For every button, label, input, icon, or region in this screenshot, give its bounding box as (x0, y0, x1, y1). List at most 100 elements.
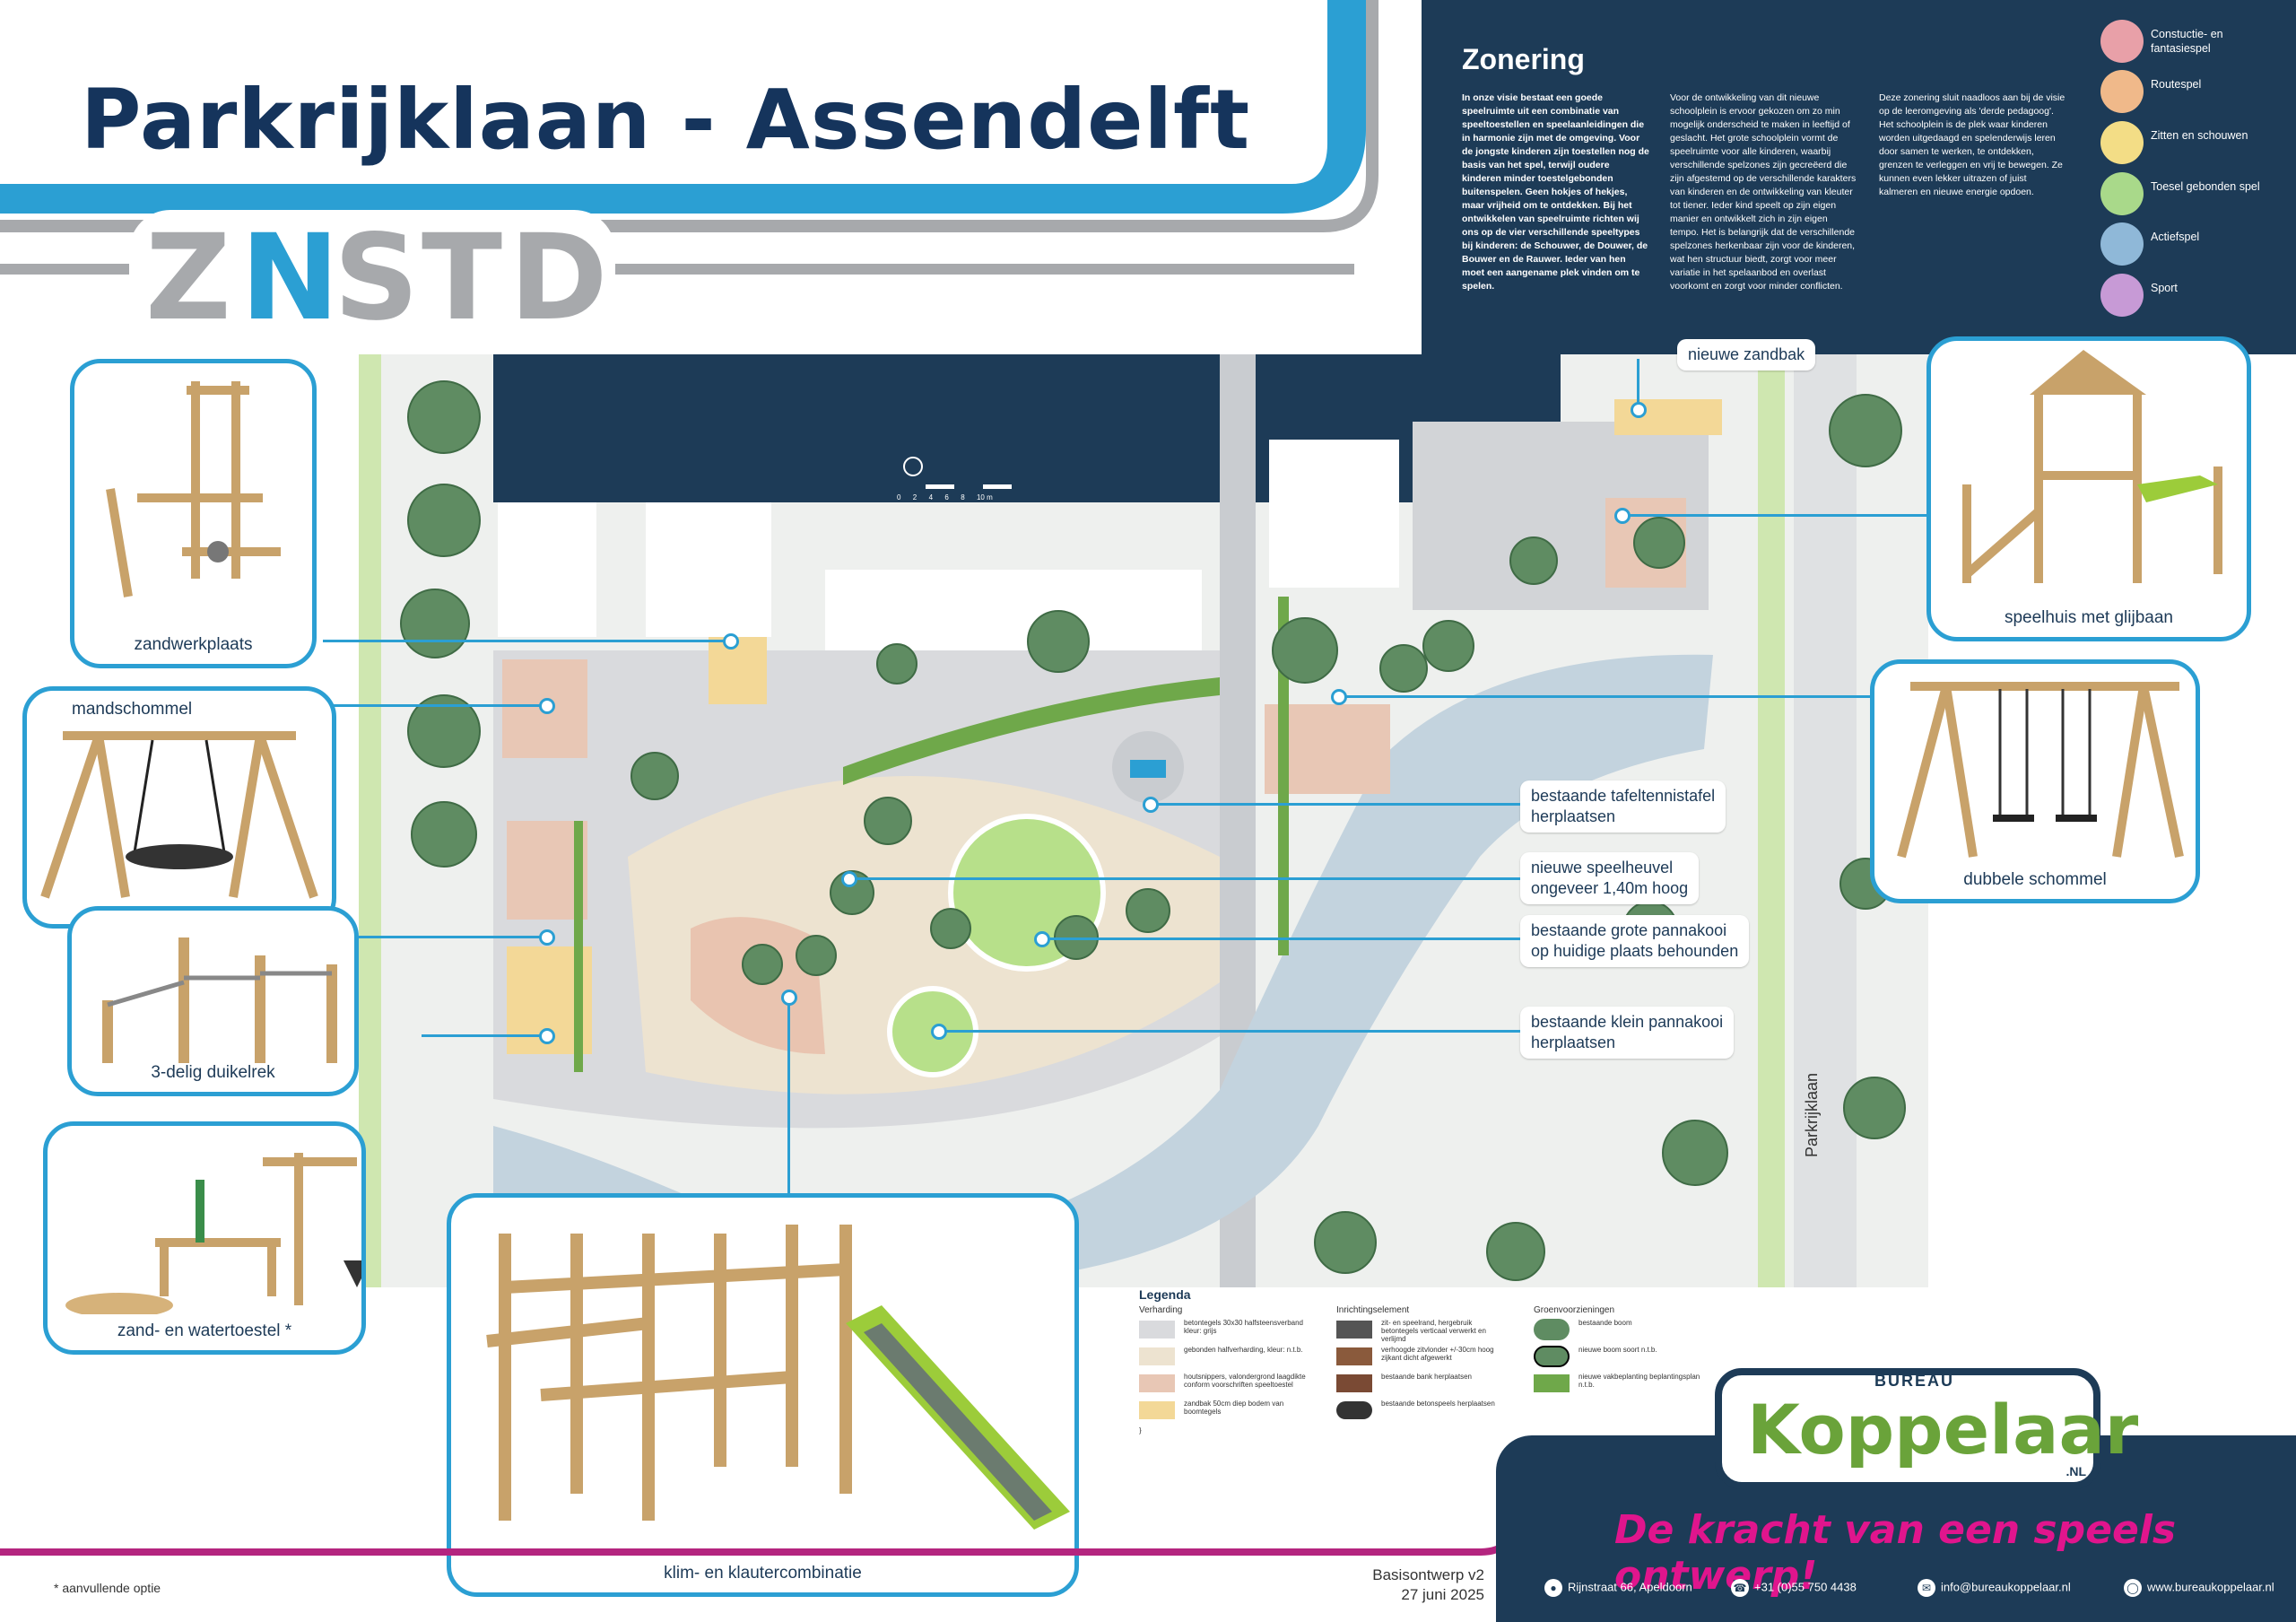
card-mandschommel: mandschommel (22, 686, 336, 929)
legend-label: bestaande betonspeels herplaatsen (1381, 1400, 1495, 1408)
scale-tick: 10 m (976, 493, 993, 501)
leader-line (1040, 937, 1520, 940)
legend-label: gebonden halfverharding, kleur: n.t.b. (1184, 1346, 1303, 1354)
globe-icon: ◯ (2124, 1579, 2142, 1597)
phone-icon: ☎ (1731, 1579, 1749, 1597)
label-line: herplaatsen (1531, 807, 1616, 825)
zone-label: Toesel gebonden spel (2151, 180, 2260, 193)
zone-construction-icon (2100, 20, 2144, 63)
street-label: Parkrijklaan (1803, 1072, 1821, 1157)
map-pin (1331, 689, 1347, 705)
zone-item: Sport (2100, 274, 2280, 318)
swatch (1336, 1347, 1372, 1365)
card-speelhuis: speelhuis met glijbaan (1926, 336, 2251, 641)
legend-section-title: Groenvoorzieningen (1534, 1305, 1615, 1315)
map-legend: Legenda Verharding betontegels 30x30 hal… (1135, 1287, 1942, 1435)
zone-item: Routespel (2100, 70, 2280, 115)
card-zand-water: zand- en watertoestel * (43, 1121, 366, 1355)
zone-item: Toesel gebonden spel (2100, 172, 2280, 217)
map-pin (723, 633, 739, 650)
leader-line (1623, 514, 1928, 517)
legend-item: bestaande bank herplaatsen (1336, 1373, 1516, 1400)
card-duikelrek: 3-delig duikelrek (67, 906, 359, 1096)
map-pin (539, 929, 555, 946)
legend-section-title: Inrichtingselement (1336, 1305, 1410, 1315)
card-caption: zand- en watertoestel * (117, 1321, 292, 1340)
swatch (1534, 1374, 1570, 1392)
legend-item: houtsnippers, valondergrond laagdikte co… (1139, 1373, 1318, 1400)
legend-item: bestaande boom (1534, 1319, 1713, 1346)
card-caption: zandwerkplaats (134, 635, 253, 654)
swatch (1139, 1401, 1175, 1419)
legend-item: verhoogde zitvlonder +/-30cm hoog zijkan… (1336, 1346, 1516, 1373)
zonering-panel (1422, 0, 2296, 354)
footer-email[interactable]: ✉info@bureaukoppelaar.nl (1918, 1579, 2071, 1597)
leader-line (787, 996, 790, 1202)
zone-label: Sport (2151, 282, 2178, 294)
zone-item: Constuctie- en fantasiespel (2100, 20, 2280, 65)
leader-line (332, 704, 547, 707)
legend-section-title: Verharding (1139, 1305, 1183, 1315)
scale-tick: 4 (928, 493, 934, 501)
scale-ticks: 0 2 4 6 8 10 m (897, 493, 993, 501)
card-caption: klim- en klautercombinatie (664, 1564, 862, 1583)
leader-line (1336, 695, 1874, 698)
map-pin (1631, 402, 1647, 418)
legend-label: bestaande boom (1578, 1319, 1632, 1327)
legend-label: nieuwe vakbeplanting beplantingsplan n.t… (1578, 1373, 1700, 1389)
legend-label: nieuwe boom soort n.t.b. (1578, 1346, 1657, 1354)
map-pin (841, 871, 857, 887)
scale-tick: 8 (961, 493, 965, 501)
legend-label: bestaande bank herplaatsen (1381, 1373, 1472, 1381)
zone-active-icon (2100, 222, 2144, 266)
swatch (1336, 1321, 1372, 1339)
zonering-text-3: Deze zonering sluit naadloos aan bij de … (1879, 92, 2066, 197)
zone-device-icon (2100, 172, 2144, 215)
scale-tick: 6 (944, 493, 949, 501)
card-caption: speelhuis met glijbaan (2004, 608, 2173, 627)
scale-bar (897, 457, 1040, 489)
zone-item: Actiefspel (2100, 222, 2280, 267)
zone-sit-icon (2100, 121, 2144, 164)
leader-line (422, 1034, 547, 1037)
logo-letter-n: N (240, 209, 340, 347)
speelhuis-illustration (1962, 350, 2222, 583)
duikelrek-illustration (102, 937, 337, 1063)
mail-icon: ✉ (1918, 1579, 1935, 1597)
map-pin (539, 698, 555, 714)
scale-tick: 0 (897, 493, 901, 501)
footnote: * aanvullende optie (54, 1581, 161, 1595)
legend-item: gebonden halfverharding, kleur: n.t.b. (1139, 1346, 1318, 1373)
address-text: Rijnstraat 66, Apeldoorn (1568, 1580, 1692, 1594)
legend-label: betontegels 30x30 halfsteensverband kleu… (1184, 1319, 1303, 1335)
zone-label: Routespel (2151, 78, 2202, 91)
leader-line (359, 936, 547, 938)
swatch (1139, 1347, 1175, 1365)
leader-line (848, 877, 1520, 880)
web-text: www.bureaukoppelaar.nl (2147, 1580, 2274, 1594)
zone-label: Actiefspel (2151, 231, 2200, 243)
label-line: bestaande grote pannakooi (1531, 921, 1727, 939)
zonering-text-1: In onze visie bestaat een goede speelrui… (1462, 92, 1649, 292)
legend-label: zit- en speelrand, hergebruik betontegel… (1381, 1319, 1486, 1343)
map-pin (1034, 931, 1050, 947)
legend-title: Legenda (1139, 1287, 1191, 1302)
footer-phone[interactable]: ☎+31 (0)55 750 4438 (1731, 1579, 1857, 1597)
label-nieuwe-zandbak: nieuwe zandbak (1677, 339, 1816, 371)
legend-label: verhoogde zitvlonder +/-30cm hoog zijkan… (1381, 1346, 1494, 1362)
bureau-koppelaar-logo: BUREAU Koppelaar .NL (1715, 1368, 2138, 1489)
card-caption: 3-delig duikelrek (151, 1063, 275, 1082)
zone-sport-icon (2100, 274, 2144, 317)
version-text: Basisontwerp v2 (1372, 1566, 1484, 1583)
footer-website[interactable]: ◯ www.bureaukoppelaar.nl (2124, 1579, 2274, 1597)
label-line: bestaande klein pannakooi (1531, 1013, 1724, 1031)
legend-label: houtsnippers, valondergrond laagdikte co… (1184, 1373, 1306, 1389)
leader-line (1637, 359, 1639, 413)
swatch (1336, 1374, 1372, 1392)
zone-item: Zitten en schouwen (2100, 121, 2280, 166)
label-line: nieuwe speelheuvel (1531, 859, 1674, 876)
